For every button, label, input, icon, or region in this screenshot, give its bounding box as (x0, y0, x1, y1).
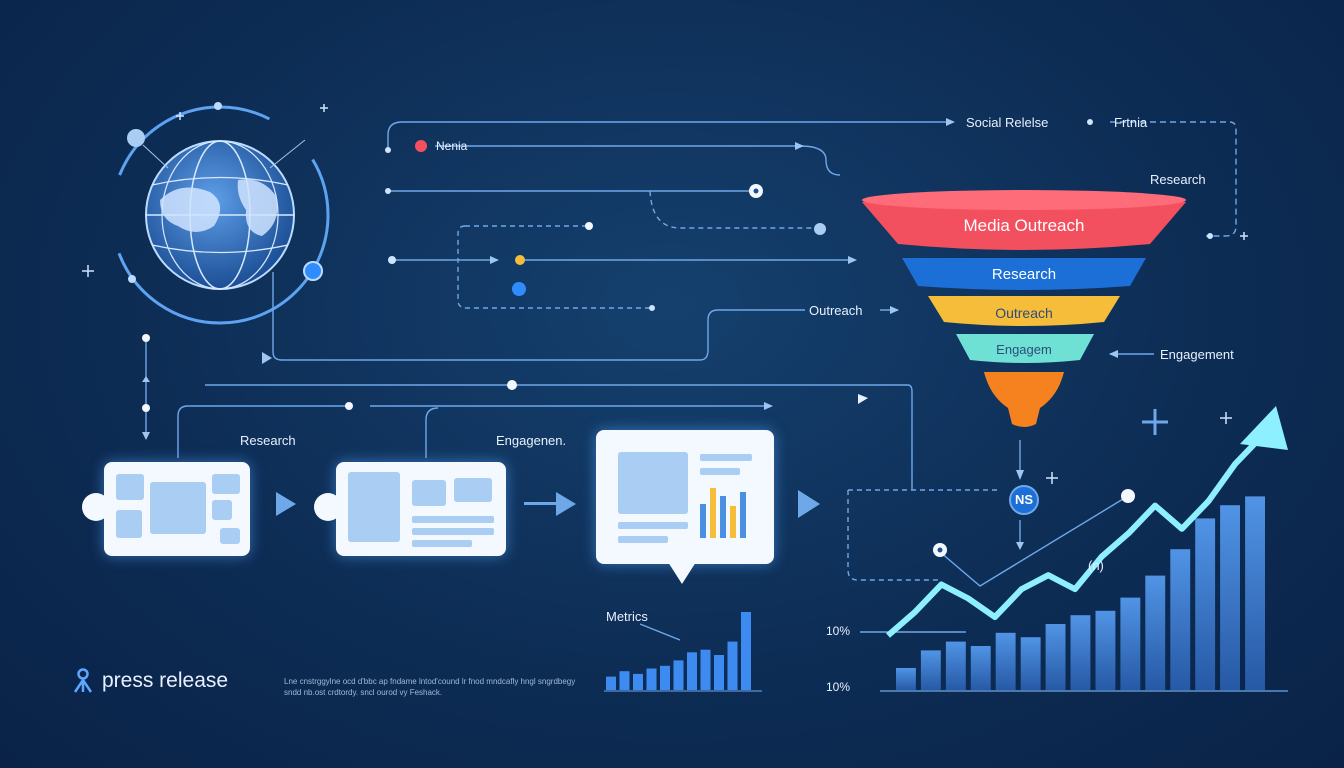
metrics-bar (633, 673, 643, 690)
label-metrics: Metrics (606, 609, 648, 624)
card-connector-notch (82, 493, 110, 521)
metrics-bar (673, 660, 684, 690)
card-connector-notch (314, 493, 342, 521)
growth-bar (970, 646, 991, 690)
metrics-bar (687, 652, 697, 690)
label-outreach: Outreach (809, 303, 863, 318)
axis-tick-label: 10% (826, 680, 851, 694)
axis-tick-label: 10% (826, 624, 851, 638)
growth-bar (995, 632, 1016, 690)
funnel-label-media-outreach: Media Outreach (963, 216, 1085, 235)
document-card-icon (336, 462, 506, 556)
description-text: Lne cnstrggylne ocd d'bbc ap fndame lnto… (284, 677, 576, 697)
funnel-badge-ns: NS (1014, 492, 1034, 507)
funnel-label-research: Research (991, 266, 1057, 283)
metrics-bar (727, 641, 738, 690)
label-engagenen: Engagenen. (496, 433, 567, 448)
person-network-icon (73, 668, 93, 693)
metrics-bar (741, 612, 751, 690)
funnel-stage-outreach (928, 296, 1120, 326)
connector-lines (145, 121, 1237, 641)
growth-bar (1020, 637, 1041, 690)
growth-bar (1095, 610, 1116, 690)
connector-nodes (142, 118, 1213, 557)
metrics-bar (714, 655, 724, 690)
chat-bubble-icon (596, 430, 774, 564)
funnel-label-outreach: Outreach (995, 305, 1053, 321)
growth-bar (1220, 505, 1240, 690)
document-card-icon (104, 462, 250, 556)
brand-name: press release (102, 669, 229, 692)
growth-bar (1170, 549, 1191, 690)
growth-bar (920, 650, 941, 690)
growth-bar (1120, 597, 1141, 690)
growth-bar (1045, 624, 1066, 690)
growth-bar (945, 641, 966, 690)
growth-chart-bars (896, 496, 1265, 690)
growth-trend-line (886, 433, 1265, 638)
funnel-stage-bottom (984, 372, 1064, 427)
arrow-right-icon (276, 490, 820, 518)
metrics-bar-chart (606, 612, 751, 690)
label-engagement: Engagement (1160, 347, 1234, 362)
brand-lockup: press release (72, 668, 228, 694)
chat-bubble-tail (668, 562, 696, 584)
growth-bar (1195, 518, 1216, 690)
growth-bar (1070, 615, 1091, 690)
funnel-stage-research (902, 258, 1146, 290)
label-research-left: Research (240, 433, 296, 448)
funnel-label-engagement: Engagem (996, 342, 1052, 357)
media-funnel (862, 190, 1186, 515)
growth-bar (896, 668, 916, 690)
label-social-release: Social Relelse (966, 115, 1049, 130)
label-nenia: Nenia (436, 139, 468, 153)
label-frinia: Frtnia (1114, 115, 1148, 130)
label-n: (n) (1088, 558, 1104, 573)
label-research-top: Research (1150, 172, 1206, 187)
metrics-bar (619, 671, 630, 690)
growth-bar (1245, 496, 1265, 690)
growth-bar (1145, 575, 1166, 690)
plus-icon (82, 104, 1248, 484)
metrics-bar (660, 665, 670, 690)
globe-icon (110, 102, 330, 325)
metrics-bar (646, 668, 657, 690)
metrics-bar (606, 676, 616, 690)
funnel-stage-engagement (956, 334, 1094, 363)
metrics-bar (700, 649, 711, 690)
growth-arrow-head (1240, 406, 1288, 450)
